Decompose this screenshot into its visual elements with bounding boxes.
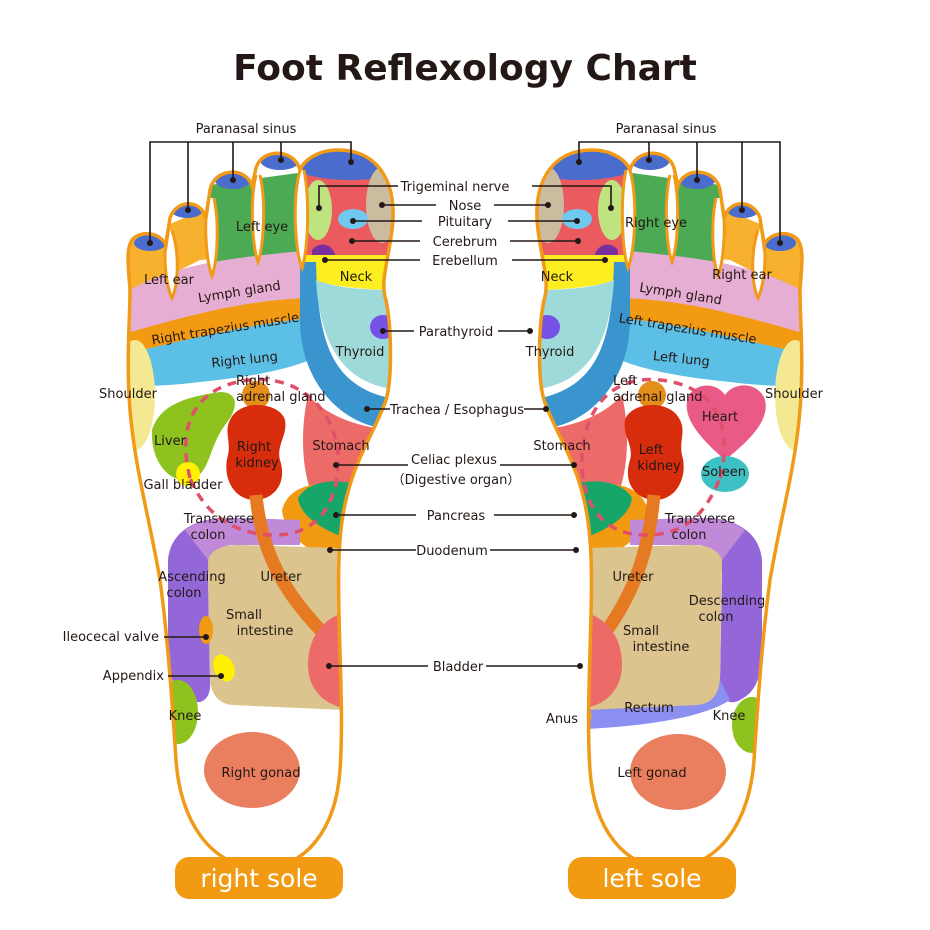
label-knee-right: Knee [169,709,202,724]
label-right-kidney-2: kidney [235,456,279,471]
label-descending-colon-1: Descending [689,594,766,609]
right-sole-badge-text: right sole [200,864,317,893]
spleen-zone [701,456,749,492]
label-neck-left: Neck [541,270,574,285]
label-rectum: Rectum [624,701,674,716]
label-small-intestine-2-left: intestine [633,640,690,655]
label-right-kidney-1: Right [237,440,271,455]
label-right-eye: Right eye [625,216,687,231]
label-transverse-1-right: Transverse [183,512,254,527]
left-sole-badge-text: left sole [602,864,701,893]
label-duodenum: Duodenum [416,544,488,559]
label-trigeminal-nerve: Trigeminal nerve [400,180,510,195]
label-nose: Nose [449,199,481,214]
label-thyroid-right: Thyroid [335,345,385,360]
label-ascending-colon-1: Ascending [158,570,225,585]
label-heart: Heart [702,410,738,425]
label-small-intestine-2-right: intestine [237,624,294,639]
colon-zone [168,518,300,703]
label-stomach-right: Stomach [312,439,369,454]
label-right-adrenal-1: Right [236,374,270,389]
trachea-zone [300,262,394,430]
label-stomach-left: Stomach [533,439,590,454]
label-right-adrenal-2: adrenal gland [236,390,326,405]
label-shoulder-right: Shoulder [99,387,158,402]
heart-zone [686,385,766,460]
label-shoulder-left: Shoulder [765,387,824,402]
liver-zone [151,392,235,481]
parathyroid-zone [370,315,394,339]
label-knee-left: Knee [713,709,746,724]
lung-zone [128,318,310,387]
label-erebellum: Erebellum [432,254,498,269]
label-digestive-organ: （Digestive organ） [392,473,521,488]
celiac-plexus-outline [184,377,340,537]
label-small-intestine-1-right: Small [226,608,262,623]
label-ureter-left: Ureter [612,570,654,585]
label-paranasal-sinus-right: Paranasal sinus [196,122,297,137]
leader-lines [147,141,783,679]
label-left-kidney-2: kidney [637,459,681,474]
label-gall-bladder: Gall bladder [143,478,223,493]
label-small-intestine-1-left: Small [623,624,659,639]
kidney-zone [226,404,286,500]
label-left-lung: Left lung [652,349,710,370]
label-trachea-esophagus: Trachea / Esophagus [389,403,524,418]
lymph-zone [128,250,310,340]
ureter-zone [249,494,335,645]
label-right-lung: Right lung [211,350,279,372]
label-paranasal-sinus-left: Paranasal sinus [616,122,717,137]
page-title: Foot Reflexology Chart [233,48,697,89]
label-anus: Anus [546,712,578,727]
label-left-eye: Left eye [236,220,288,235]
gonad-zone [204,732,300,808]
label-spleen: Soleen [702,465,746,480]
label-liver: Liver [154,434,187,449]
thyroid-zone [316,280,394,390]
label-pancreas: Pancreas [427,509,486,524]
label-appendix: Appendix [103,669,164,684]
label-ascending-colon-2: colon [167,586,202,601]
label-left-kidney-1: Left [639,443,663,458]
bladder-zone [308,612,345,708]
label-cerebrum: Cerebrum [433,235,498,250]
label-left-gonad: Left gonad [617,766,686,781]
label-transverse-2-left: colon [672,528,707,543]
label-transverse-2-right: colon [191,528,226,543]
label-parathyroid: Parathyroid [419,325,493,340]
label-descending-colon-2: colon [699,610,734,625]
center-labels: Trigeminal nerve Nose Pituitary Cerebrum… [389,180,524,675]
label-ureter-right: Ureter [260,570,302,585]
adrenal-zone [242,381,270,409]
label-neck-right: Neck [340,270,373,285]
shoulder-zone [128,340,155,450]
label-left-ear: Left ear [144,273,195,288]
label-transverse-1-left: Transverse [664,512,735,527]
label-left-adrenal-1: Left [613,374,637,389]
right-sole-badge: right sole [175,857,343,899]
left-sole-badge: left sole [568,857,736,899]
transverse-colon-zone [185,518,300,560]
label-celiac-plexus: Celiac plexus [411,453,497,468]
label-bladder: Bladder [433,660,484,675]
neck-zone [300,255,394,290]
label-left-adrenal-2: adrenal gland [613,390,703,405]
label-right-gonad: Right gonad [221,766,300,781]
label-right-ear: Right ear [712,268,772,283]
label-ileocecal-valve: Ileocecal valve [63,630,159,645]
label-thyroid-left: Thyroid [525,345,575,360]
label-pituitary: Pituitary [438,215,493,230]
